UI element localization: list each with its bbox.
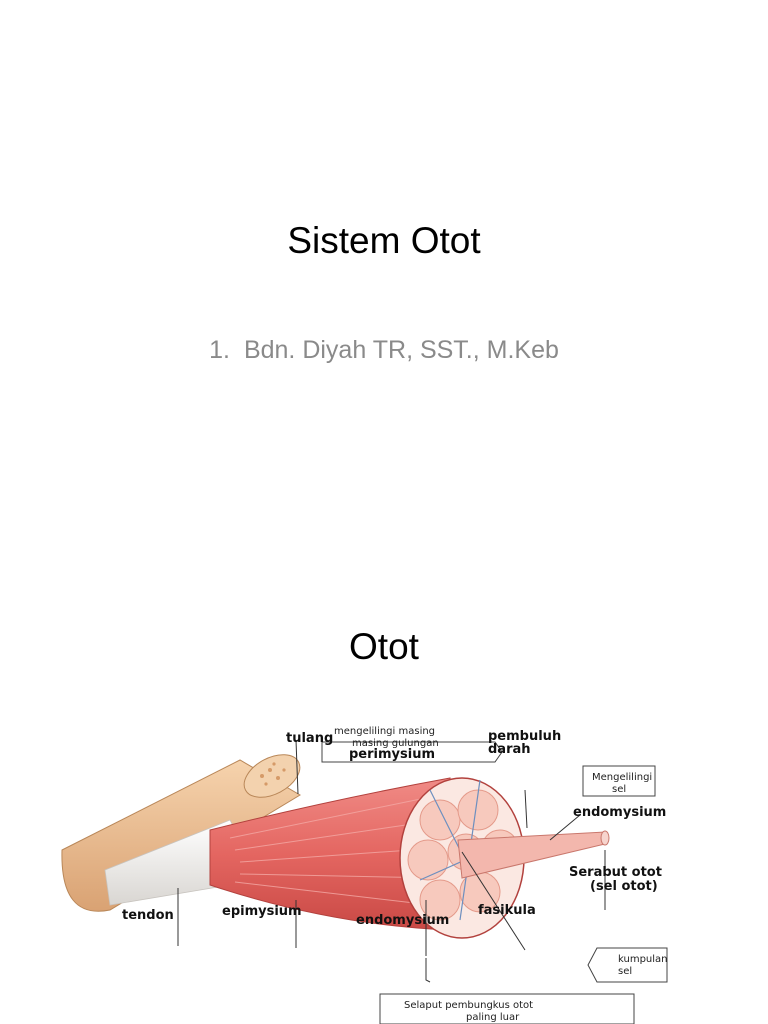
title-slide: Sistem Otot 1. Bdn. Diyah TR, SST., M.Keb [0,220,768,365]
callout-mengelilingi-1: mengelilingi masing [334,726,435,737]
muscle-structure-diagram: tulang perimysium pembuluh darah endomys… [61,726,668,1024]
label-tendon: tendon [122,908,174,923]
list-number: 1. [209,336,230,364]
slide-subtitle: 1. Bdn. Diyah TR, SST., M.Keb [0,336,768,365]
callout-selaput-1: Selaput pembungkus otot [404,1000,533,1011]
content-slide: Otot [0,560,768,1024]
slide-title: Otot [349,626,419,667]
callout-kumpulan-2: sel [618,966,632,977]
callout-sel-2: sel [612,784,626,795]
label-tulang: tulang [286,731,333,746]
label-endomysium-right: endomysium [573,805,666,820]
label-perimysium: perimysium [349,747,435,762]
callout-selaput-2: paling luar [466,1012,520,1023]
callout-sel-1: Mengelilingi [592,772,652,783]
label-serabut-otot: Serabut otot [569,865,662,880]
label-pembuluh: pembuluh [488,729,561,744]
label-endomysium-bottom: endomysium [356,913,449,928]
slide-title: Sistem Otot [287,220,481,261]
label-darah: darah [488,742,531,757]
callout-mengelilingi-2: masing gulungan [352,738,439,749]
label-epimysium: epimysium [222,904,302,919]
label-fasikula: fasikula [478,903,536,918]
callout-kumpulan-1: kumpulan [618,954,668,965]
label-sel-otot: (sel otot) [590,879,658,894]
author-name: Bdn. Diyah TR, SST., M.Keb [243,336,559,364]
